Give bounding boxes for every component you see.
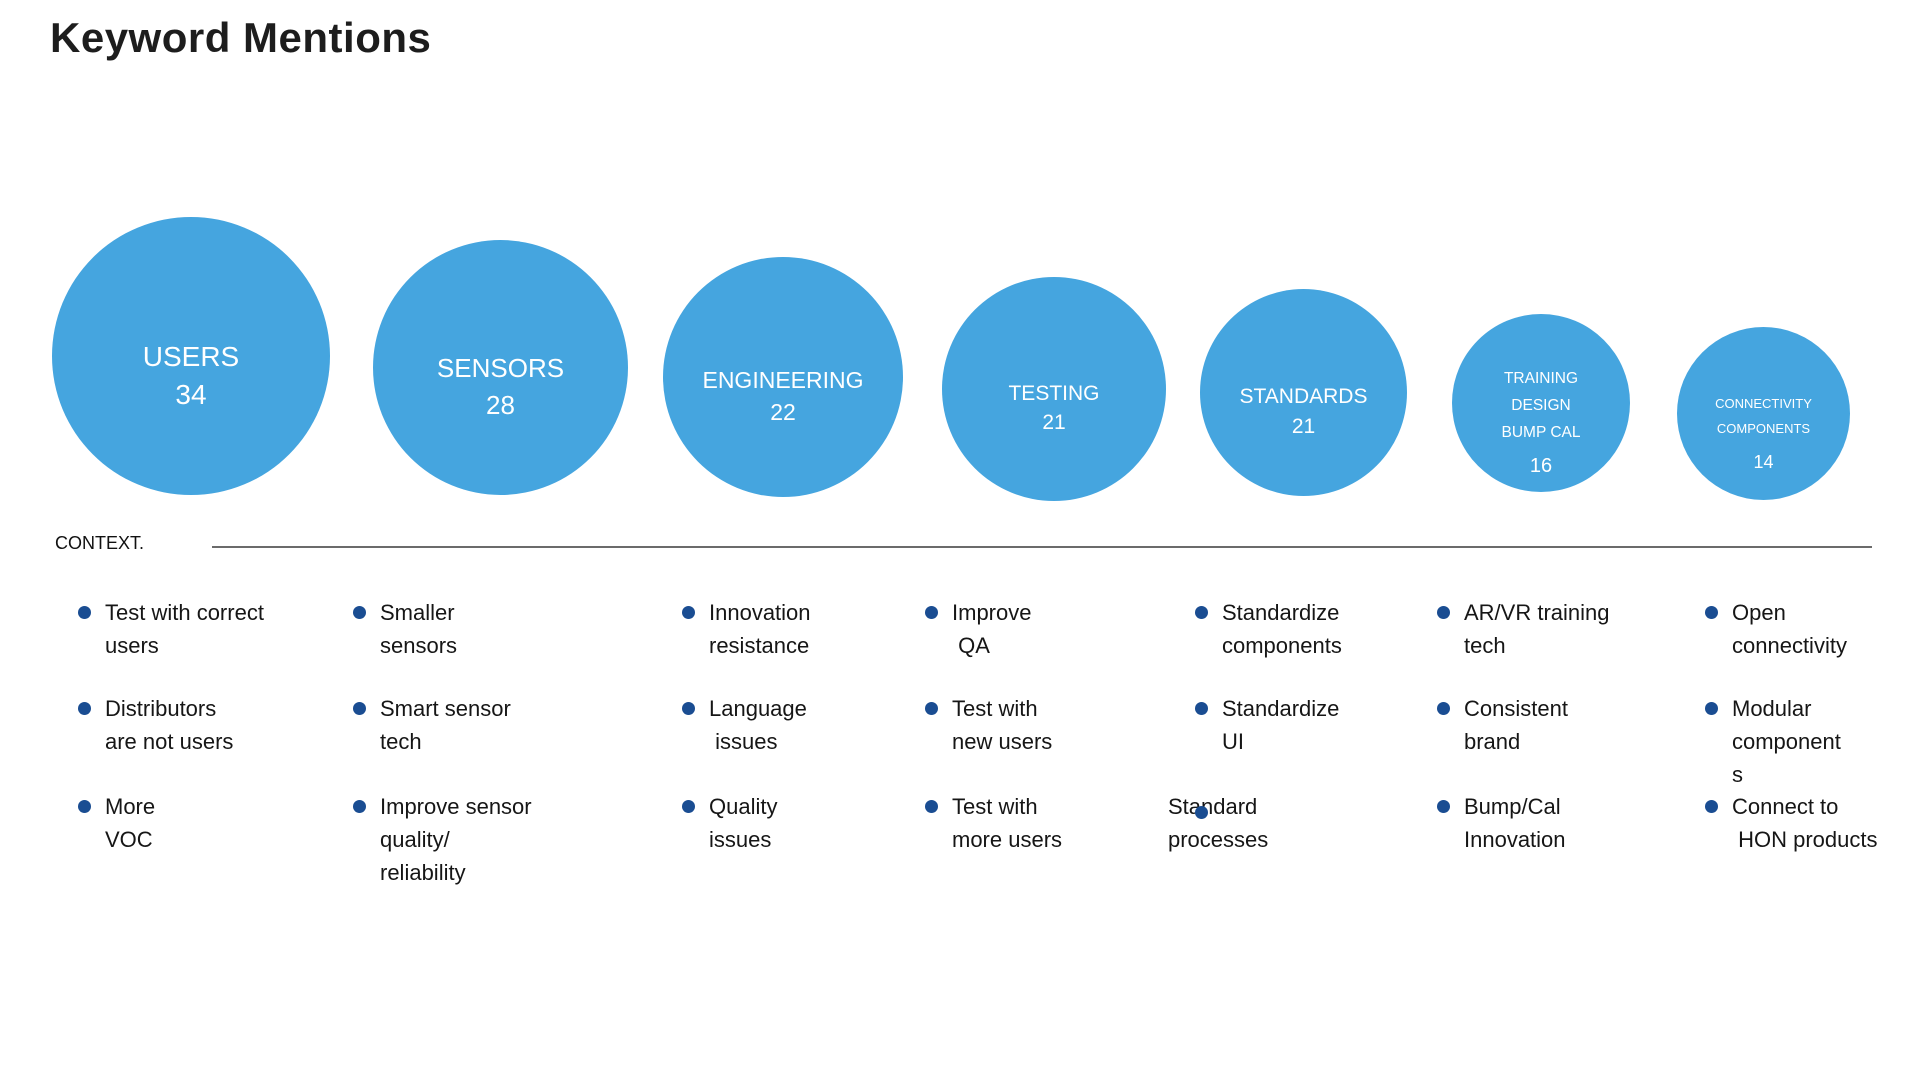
- bubble-label: ENGINEERING: [702, 366, 864, 393]
- bullet-icon: [78, 702, 91, 715]
- slide-title: Keyword Mentions: [50, 14, 432, 61]
- bullet-icon: [925, 702, 938, 715]
- context-item-text: Modular component s: [1732, 696, 1841, 787]
- context-item: Distributors are not users: [78, 692, 233, 758]
- bubble-connectivity-components: CONNECTIVITY COMPONENTS 14: [1677, 327, 1850, 500]
- bubble-label: TRAINING DESIGN BUMP CAL: [1501, 369, 1581, 441]
- bubble-users: USERS 34: [52, 217, 330, 495]
- context-item-text: Connect to HON products: [1732, 794, 1878, 852]
- context-item: Test with new users: [925, 692, 1052, 758]
- context-item-text: Smart sensor tech: [380, 696, 511, 754]
- bubble-testing: TESTING 21: [942, 277, 1166, 501]
- bubble-label: CONNECTIVITY COMPONENTS: [1715, 395, 1812, 436]
- bullet-icon: [925, 606, 938, 619]
- bullet-icon: [1437, 702, 1450, 715]
- bubble-value: 16: [1529, 454, 1553, 477]
- context-item: Improve sensor quality/ reliability: [353, 790, 532, 889]
- bullet-icon: [1195, 606, 1208, 619]
- bubble-standards: STANDARDS 21: [1200, 289, 1407, 496]
- bubble-value: 21: [1042, 411, 1066, 435]
- context-item: Smart sensor tech: [353, 692, 511, 758]
- context-column-sensors: Smaller sensors Smart sensor tech Improv…: [353, 596, 603, 926]
- context-item: Modular component s: [1705, 692, 1841, 791]
- context-item: Test with more users: [925, 790, 1062, 856]
- context-item-text: Distributors are not users: [105, 696, 234, 754]
- context-item: Quality issues: [682, 790, 777, 856]
- bullet-icon: [1437, 800, 1450, 813]
- bullet-icon: [78, 606, 91, 619]
- context-item: Improve QA: [925, 596, 1031, 662]
- context-column-testing: Improve QA Test with new users Test with…: [925, 596, 1175, 926]
- bubble-value: 21: [1291, 414, 1316, 438]
- bubble-label: USERS: [142, 340, 240, 372]
- bullet-icon: [682, 800, 695, 813]
- bullet-icon: [353, 606, 366, 619]
- bullet-icon: [1705, 702, 1718, 715]
- bullet-icon: [1705, 800, 1718, 813]
- bullet-icon: [353, 800, 366, 813]
- context-item: Standard processes: [1168, 790, 1268, 856]
- bubble-engineering: ENGINEERING 22: [663, 257, 903, 497]
- context-item-text: Standardize UI: [1222, 696, 1340, 754]
- context-item-text: More VOC: [105, 794, 156, 852]
- context-item-text: Innovation resistance: [709, 600, 811, 658]
- context-column-training-design-bump-cal: AR/VR training tech Consistent brand Bum…: [1437, 596, 1687, 926]
- context-column-connectivity-components: Open connectivity Modular component s Co…: [1705, 596, 1920, 926]
- context-item: Standardize UI: [1195, 692, 1339, 758]
- context-item: Language issues: [682, 692, 807, 758]
- context-item-text: Standardize components: [1222, 600, 1342, 658]
- bubble-value: 28: [486, 389, 515, 420]
- context-item: Bump/Cal Innovation: [1437, 790, 1566, 856]
- context-item: AR/VR training tech: [1437, 596, 1610, 662]
- context-item: More VOC: [78, 790, 155, 856]
- bubble-label: STANDARDS: [1239, 385, 1368, 409]
- bullet-icon: [682, 702, 695, 715]
- context-column-users: Test with correct users Distributors are…: [78, 596, 328, 926]
- context-divider: [212, 546, 1872, 548]
- context-item-text: Quality issues: [709, 794, 778, 852]
- context-item-text: Test with more users: [952, 794, 1063, 852]
- context-item-text: Bump/Cal Innovation: [1464, 794, 1566, 852]
- bullet-icon: [1195, 806, 1208, 819]
- context-item-text: Improve sensor quality/ reliability: [380, 794, 532, 885]
- bullet-icon: [78, 800, 91, 813]
- bullet-icon: [1705, 606, 1718, 619]
- bullet-icon: [925, 800, 938, 813]
- bubble-value: 34: [175, 379, 207, 411]
- bubble-label: SENSORS: [436, 353, 565, 384]
- bullet-icon: [682, 606, 695, 619]
- context-item-text: Test with correct users: [105, 600, 264, 658]
- context-item-text: Consistent brand: [1464, 696, 1568, 754]
- bubble-value: 22: [770, 399, 796, 426]
- bullet-icon: [353, 702, 366, 715]
- context-column-standards: Standardize components Standardize UI St…: [1168, 596, 1445, 926]
- context-item-text: Improve QA: [952, 600, 1032, 658]
- context-item-text: Smaller sensors: [380, 600, 458, 658]
- context-item: Consistent brand: [1437, 692, 1568, 758]
- context-item: Connect to HON products: [1705, 790, 1878, 856]
- context-item: Open connectivity: [1705, 596, 1847, 662]
- bubble-training-design-bump-cal: TRAINING DESIGN BUMP CAL 16: [1452, 314, 1630, 492]
- bubble-label: TESTING: [1008, 381, 1100, 405]
- context-item: Innovation resistance: [682, 596, 811, 662]
- bubble-sensors: SENSORS 28: [373, 240, 628, 495]
- bubble-value: 14: [1753, 451, 1774, 472]
- context-item-text: Standard processes: [1168, 794, 1269, 852]
- bullet-icon: [1437, 606, 1450, 619]
- context-item: Smaller sensors: [353, 596, 457, 662]
- context-item-text: Language issues: [709, 696, 807, 754]
- context-column-engineering: Innovation resistance Language issues Qu…: [682, 596, 932, 926]
- bullet-icon: [1195, 702, 1208, 715]
- context-item-text: AR/VR training tech: [1464, 600, 1610, 658]
- context-item: Standardize components: [1195, 596, 1342, 662]
- context-item-text: Test with new users: [952, 696, 1053, 754]
- context-label: CONTEXT.: [55, 533, 145, 553]
- context-item: Test with correct users: [78, 596, 264, 662]
- context-item-text: Open connectivity: [1732, 600, 1847, 658]
